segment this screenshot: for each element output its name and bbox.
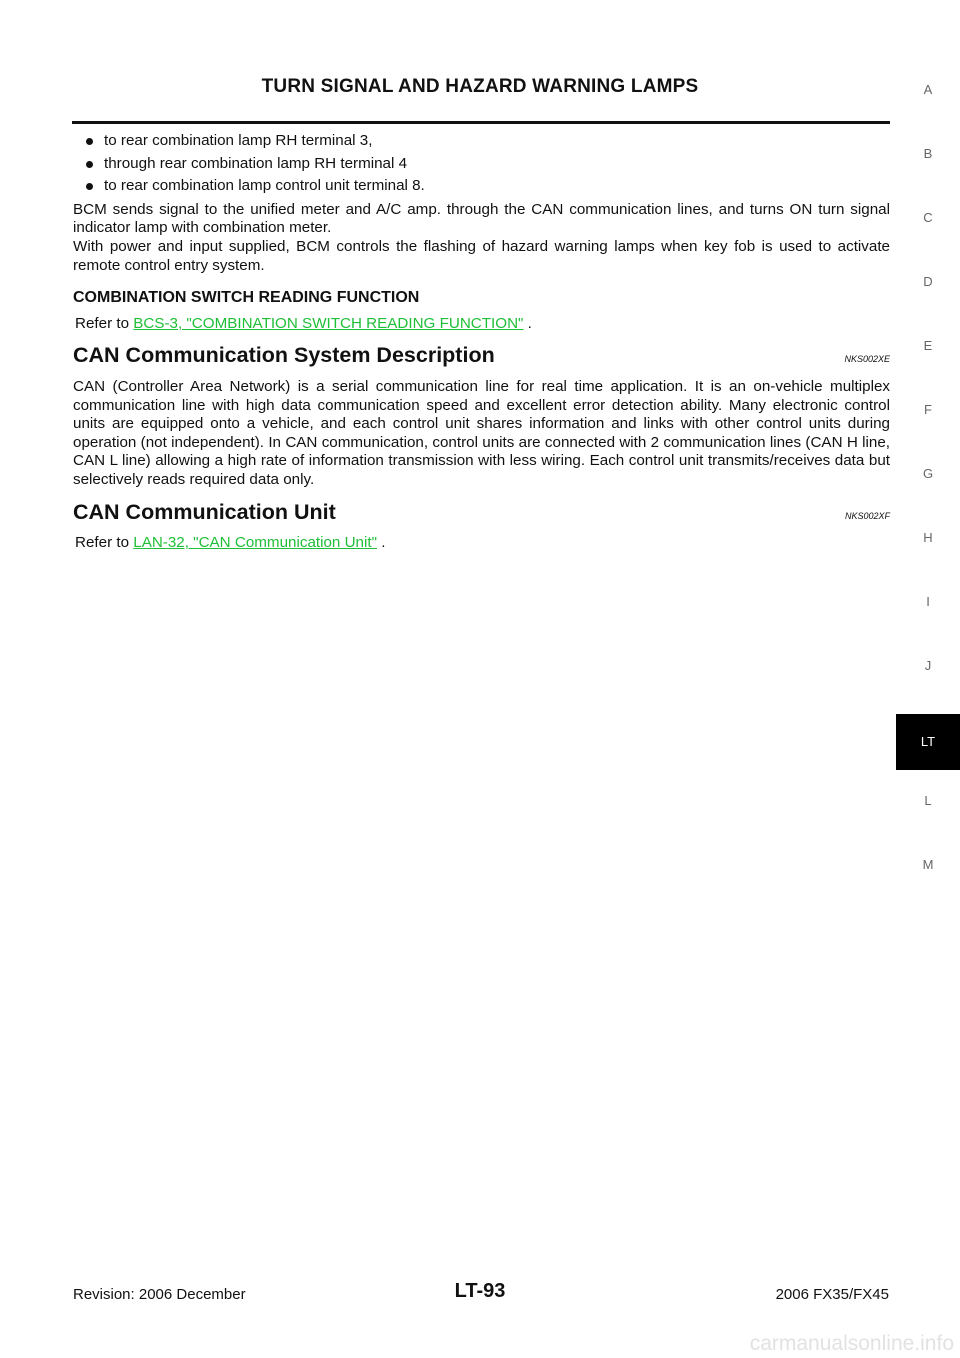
side-tab-b[interactable]: B [923, 146, 933, 161]
side-tab-g[interactable]: G [922, 466, 934, 481]
side-tab-e[interactable]: E [923, 338, 933, 353]
can-unit-heading: CAN Communication Unit NKS002XF [73, 499, 890, 526]
list-item: to rear combination lamp RH terminal 3, [73, 132, 890, 151]
side-tab-lt-active[interactable]: LT [896, 714, 960, 770]
footer-model: 2006 FX35/FX45 [775, 1286, 889, 1303]
can-system-heading: CAN Communication System Description NKS… [73, 343, 890, 369]
side-tab-i[interactable]: I [926, 594, 930, 609]
list-item: through rear combination lamp RH termina… [73, 155, 890, 174]
page-content: to rear combination lamp RH terminal 3, … [73, 132, 890, 553]
page-header-title: TURN SIGNAL AND HAZARD WARNING LAMPS [261, 76, 699, 97]
side-tab-c[interactable]: C [923, 210, 933, 225]
side-tab-f[interactable]: F [924, 402, 932, 417]
paragraph-hazard-flashing: With power and input supplied, BCM contr… [73, 237, 890, 274]
paragraph-bcm-signal: BCM sends signal to the unified meter an… [73, 200, 890, 237]
side-tab-d[interactable]: D [923, 274, 933, 289]
side-tab-h[interactable]: H [923, 530, 933, 545]
can-unit-reference: Refer to LAN-32, "CAN Communication Unit… [75, 534, 386, 552]
can-unit-code: NKS002XF [844, 510, 890, 521]
can-system-title: CAN Communication System Description [73, 343, 495, 368]
side-tab-j[interactable]: J [924, 658, 932, 673]
combination-switch-reference: Refer to BCS-3, "COMBINATION SWITCH READ… [75, 314, 532, 332]
bullet-list: to rear combination lamp RH terminal 3, … [73, 132, 890, 196]
bullet-icon [86, 138, 93, 145]
footer-revision: Revision: 2006 December [73, 1286, 246, 1303]
combination-switch-heading: COMBINATION SWITCH READING FUNCTION [73, 289, 420, 307]
footer-page-number: LT-93 [454, 1280, 506, 1302]
list-item: to rear combination lamp control unit te… [73, 177, 890, 196]
side-tab-a[interactable]: A [923, 82, 933, 97]
side-tab-m[interactable]: M [922, 857, 934, 872]
watermark: carmanualsonline.info [749, 1332, 954, 1355]
side-tab-l[interactable]: L [924, 793, 932, 808]
can-system-body: CAN (Controller Area Network) is a seria… [73, 377, 890, 488]
lan-32-link[interactable]: LAN-32, "CAN Communication Unit" [133, 534, 377, 552]
can-system-code: NKS002XE [844, 354, 890, 365]
can-unit-title: CAN Communication Unit [73, 499, 336, 524]
bullet-icon [86, 160, 93, 168]
bullet-icon [86, 183, 93, 191]
header-rule [72, 121, 890, 124]
bcs-3-link[interactable]: BCS-3, "COMBINATION SWITCH READING FUNCT… [133, 314, 524, 332]
